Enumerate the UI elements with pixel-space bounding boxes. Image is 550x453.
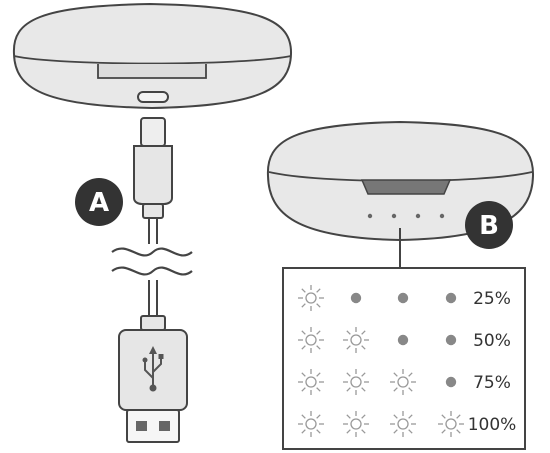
cable-break-wave-1 bbox=[111, 247, 193, 257]
battery-level-label: 75% bbox=[473, 373, 511, 393]
led-lit-icon bbox=[343, 411, 369, 437]
led-lit-icon bbox=[298, 327, 324, 353]
usb-symbol-icon bbox=[142, 346, 164, 392]
battery-level-row: 75% bbox=[298, 369, 511, 395]
usb-a-contact-right bbox=[159, 421, 170, 431]
led-lit-icon bbox=[298, 411, 324, 437]
usb-a-contact-left bbox=[136, 421, 147, 431]
led-lit-icon bbox=[438, 411, 464, 437]
battery-level-row: 25% bbox=[298, 285, 511, 311]
badge-a-letter: A bbox=[89, 188, 109, 218]
charging-case-a bbox=[12, 2, 293, 110]
cable-break-wave-2 bbox=[111, 266, 193, 276]
usb-c-plug-tip bbox=[140, 117, 166, 147]
led-lit-icon bbox=[343, 369, 369, 395]
led-off-dot-icon bbox=[445, 334, 457, 346]
led-off-dot-icon bbox=[445, 376, 457, 388]
case-b-led-3 bbox=[415, 213, 421, 219]
battery-level-row: 100% bbox=[298, 411, 516, 437]
led-lit-icon bbox=[343, 327, 369, 353]
led-off-dot-icon bbox=[397, 334, 409, 346]
badge-b-letter: B bbox=[479, 211, 499, 241]
battery-level-label: 25% bbox=[473, 289, 511, 309]
case-b-notch bbox=[360, 179, 452, 195]
led-off-dot-icon bbox=[350, 292, 362, 304]
battery-legend-rows: 25% 50% 75% 100% bbox=[298, 285, 516, 437]
led-lit-icon bbox=[390, 369, 416, 395]
case-a-notch bbox=[97, 64, 207, 79]
case-b-led-4 bbox=[439, 213, 445, 219]
case-a-body bbox=[12, 2, 293, 110]
led-lit-icon bbox=[298, 285, 324, 311]
battery-level-label: 100% bbox=[468, 415, 517, 435]
led-off-dot-icon bbox=[397, 292, 409, 304]
usb-c-plug-body bbox=[133, 145, 173, 205]
led-off-dot-icon bbox=[445, 292, 457, 304]
case-b-led-2 bbox=[391, 213, 397, 219]
led-lit-icon bbox=[390, 411, 416, 437]
usb-c-port bbox=[137, 91, 169, 103]
led-lit-icon bbox=[298, 369, 324, 395]
battery-level-row: 50% bbox=[298, 327, 511, 353]
usb-cable bbox=[111, 117, 193, 443]
battery-level-label: 50% bbox=[473, 331, 511, 351]
case-a-seam bbox=[13, 55, 292, 65]
usb-a-strain-relief bbox=[140, 315, 166, 331]
charging-case-b bbox=[266, 120, 535, 268]
usb-a-metal-shell bbox=[126, 409, 180, 443]
badge-a: A bbox=[75, 178, 123, 226]
badge-b: B bbox=[465, 201, 513, 249]
usb-c-strain-relief bbox=[142, 203, 164, 219]
case-b-led-1 bbox=[367, 213, 373, 219]
